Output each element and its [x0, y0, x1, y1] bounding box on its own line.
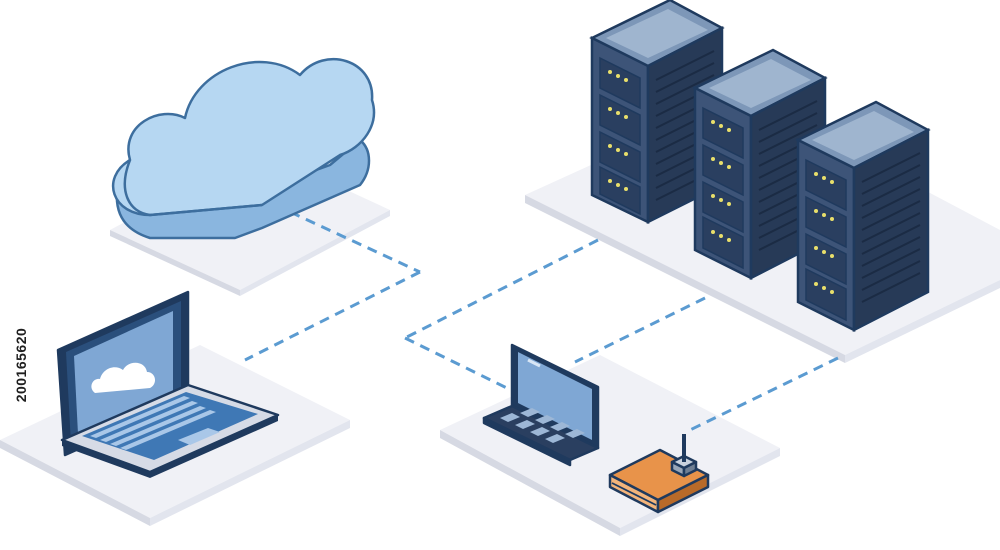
workstation-platform [440, 355, 780, 536]
link-server-router [689, 356, 839, 432]
cloud-icon [111, 58, 375, 240]
server-rack-icon-3 [795, 100, 931, 333]
stock-id-watermark: 200165620 [10, 300, 32, 430]
open-laptop-icon [482, 343, 600, 467]
link-hub-workstation [404, 336, 516, 394]
router-icon [608, 434, 710, 514]
keyboard-keys [90, 396, 216, 450]
link-cloud-hub [274, 203, 421, 274]
link-hub-laptop [244, 270, 421, 362]
link-server-workstation [574, 296, 706, 364]
link-server-hub [404, 238, 599, 340]
stock-id-text: 200165620 [13, 327, 29, 403]
laptop-icon [56, 290, 280, 478]
network-links [244, 203, 839, 432]
